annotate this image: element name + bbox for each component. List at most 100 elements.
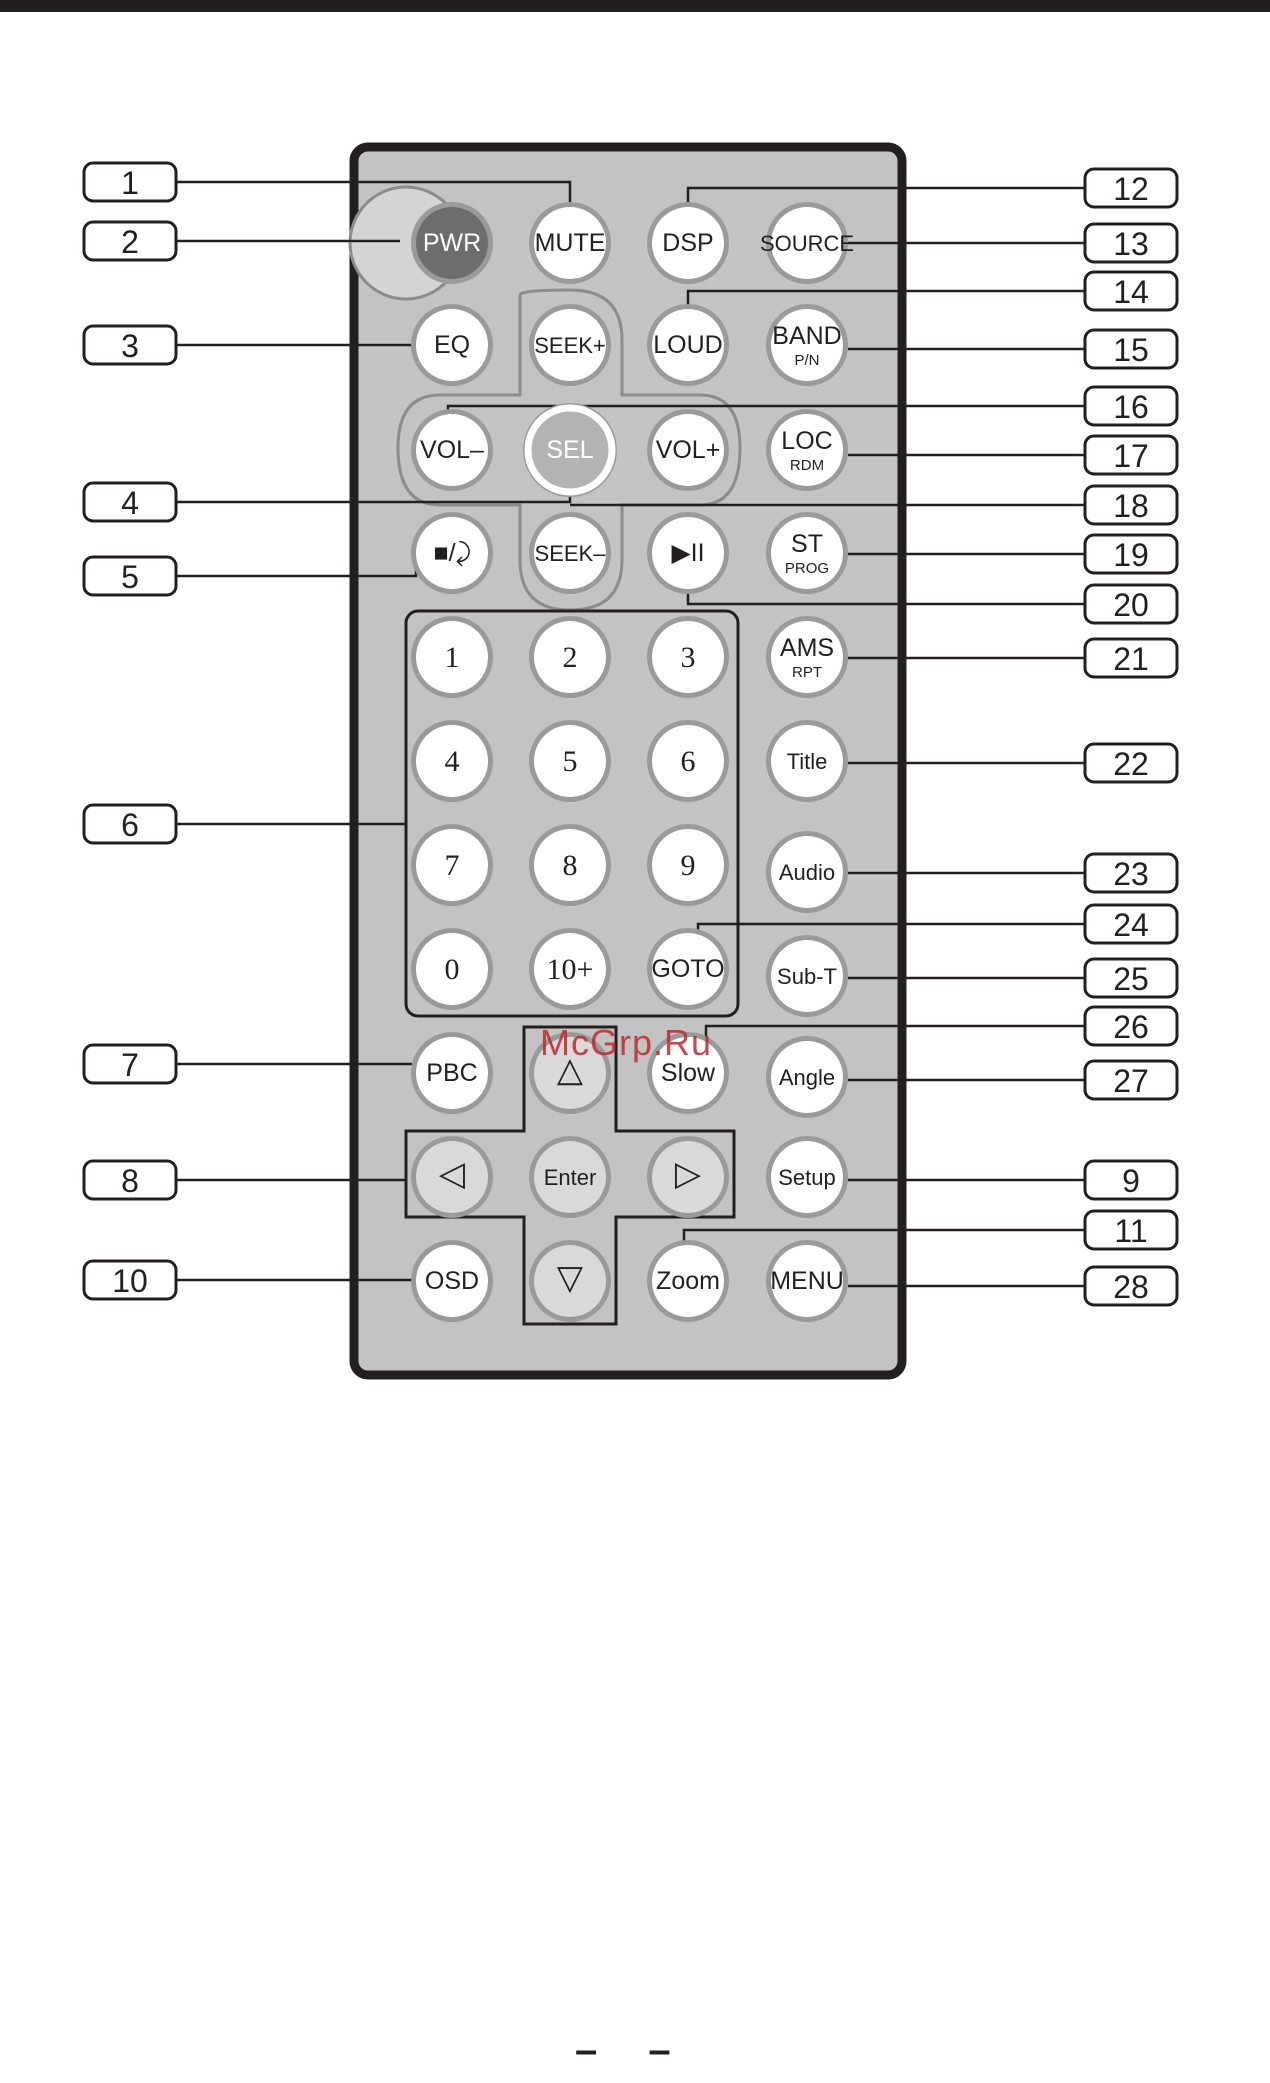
button-n8[interactable]: 8 (529, 824, 611, 906)
button-label-goto: GOTO (651, 955, 724, 983)
button-n2[interactable]: 2 (529, 616, 611, 698)
button-sublabel-band-sub: P/N (794, 352, 819, 369)
button-osd[interactable]: OSD (411, 1240, 493, 1322)
button-n6[interactable]: 6 (647, 720, 729, 802)
callout-left-6: 6 (84, 805, 176, 843)
callout-number: 3 (121, 328, 139, 364)
button-label-pwr: PWR (423, 229, 481, 257)
button-label-right: ▷ (675, 1155, 702, 1193)
callout-number: 19 (1113, 537, 1149, 573)
button-seek-plus[interactable]: SEEK+ (529, 304, 611, 386)
callout-right-23: 23 (1085, 854, 1177, 892)
button-label-vol-minus: VOL– (420, 436, 484, 464)
button-label-source: SOURCE (760, 231, 854, 256)
button-dsp[interactable]: DSP (647, 202, 729, 284)
button-label-osd: OSD (425, 1267, 479, 1295)
watermark: McGrp.Ru (540, 1022, 712, 1064)
callout-number: 10 (112, 1263, 148, 1299)
callout-number: 28 (1113, 1269, 1149, 1305)
button-label-setup: Setup (778, 1165, 836, 1190)
callout-right-15: 15 (1085, 330, 1177, 368)
button-label-n2: 2 (563, 641, 578, 674)
button-label-pbc: PBC (426, 1059, 477, 1087)
button-label-audio: Audio (779, 860, 835, 885)
button-n3[interactable]: 3 (647, 616, 729, 698)
callout-number: 8 (121, 1163, 139, 1199)
button-n5[interactable]: 5 (529, 720, 611, 802)
button-audio[interactable]: Audio (766, 831, 848, 913)
button-mute[interactable]: MUTE (529, 202, 611, 284)
callout-number: 9 (1122, 1163, 1140, 1199)
button-loud[interactable]: LOUD (647, 304, 729, 386)
button-subt[interactable]: Sub-T (766, 935, 848, 1017)
button-title[interactable]: Title (766, 720, 848, 802)
button-sel[interactable]: SEL (523, 403, 617, 497)
callout-number: 12 (1113, 171, 1149, 207)
button-label-loud: LOUD (653, 331, 722, 359)
button-n0[interactable]: 0 (411, 928, 493, 1010)
button-n10plus[interactable]: 10+ (529, 928, 611, 1010)
button-sublabel-ams-sub: RPT (792, 664, 822, 681)
callout-right-20: 20 (1085, 585, 1177, 623)
callout-right-24: 24 (1085, 905, 1177, 943)
button-n1[interactable]: 1 (411, 616, 493, 698)
button-play-pause[interactable]: ▶II (647, 512, 729, 594)
button-n7[interactable]: 7 (411, 824, 493, 906)
callout-number: 21 (1113, 641, 1149, 677)
button-zoom[interactable]: Zoom (647, 1240, 729, 1322)
callout-number: 11 (1114, 1213, 1147, 1249)
button-pwr[interactable]: PWR (411, 202, 493, 284)
callout-number: 25 (1113, 961, 1149, 997)
callout-number: 13 (1113, 226, 1149, 262)
callout-number: 17 (1113, 438, 1149, 474)
callout-right-14: 14 (1085, 272, 1177, 310)
button-label-subt: Sub-T (777, 964, 837, 989)
button-label-loc: LOC (781, 427, 832, 455)
button-label-vol-plus: VOL+ (656, 436, 721, 464)
callout-number: 4 (121, 485, 139, 521)
button-label-n1: 1 (445, 641, 460, 674)
callout-right-11: 11 (1085, 1211, 1177, 1249)
button-n4[interactable]: 4 (411, 720, 493, 802)
callout-right-17: 17 (1085, 436, 1177, 474)
callout-number: 22 (1113, 746, 1149, 782)
button-goto[interactable]: GOTO (647, 928, 729, 1010)
button-vol-minus[interactable]: VOL– (411, 409, 493, 491)
button-down[interactable]: ▽ (529, 1240, 611, 1322)
callout-number: 15 (1113, 332, 1149, 368)
callout-left-2: 2 (84, 222, 176, 260)
callout-right-26: 26 (1085, 1007, 1177, 1045)
callout-right-9: 9 (1085, 1161, 1177, 1199)
callout-number: 23 (1113, 856, 1149, 892)
button-pbc[interactable]: PBC (411, 1032, 493, 1114)
button-enter[interactable]: Enter (529, 1136, 611, 1218)
callout-right-28: 28 (1085, 1267, 1177, 1305)
button-label-n10plus: 10+ (547, 953, 594, 986)
button-seek-minus[interactable]: SEEK– (529, 512, 611, 594)
button-label-n6: 6 (681, 745, 696, 778)
button-left[interactable]: ◁ (411, 1136, 493, 1218)
button-menu[interactable]: MENU (766, 1240, 848, 1322)
button-label-enter: Enter (544, 1165, 597, 1190)
button-n9[interactable]: 9 (647, 824, 729, 906)
button-label-n5: 5 (563, 745, 578, 778)
callout-number: 24 (1113, 907, 1149, 943)
button-label-stop-return: ■/⤸ (433, 539, 470, 567)
button-setup[interactable]: Setup (766, 1136, 848, 1218)
button-sublabel-st-sub: PROG (785, 560, 829, 577)
button-stop-return[interactable]: ■/⤸ (411, 512, 493, 594)
callout-number: 16 (1113, 389, 1149, 425)
button-vol-plus[interactable]: VOL+ (647, 409, 729, 491)
button-label-eq: EQ (434, 331, 470, 359)
button-label-play-pause: ▶II (671, 539, 704, 567)
callout-right-25: 25 (1085, 959, 1177, 997)
button-label-n0: 0 (445, 953, 460, 986)
callout-right-12: 12 (1085, 169, 1177, 207)
button-right[interactable]: ▷ (647, 1136, 729, 1218)
button-angle[interactable]: Angle (766, 1036, 848, 1118)
button-eq[interactable]: EQ (411, 304, 493, 386)
